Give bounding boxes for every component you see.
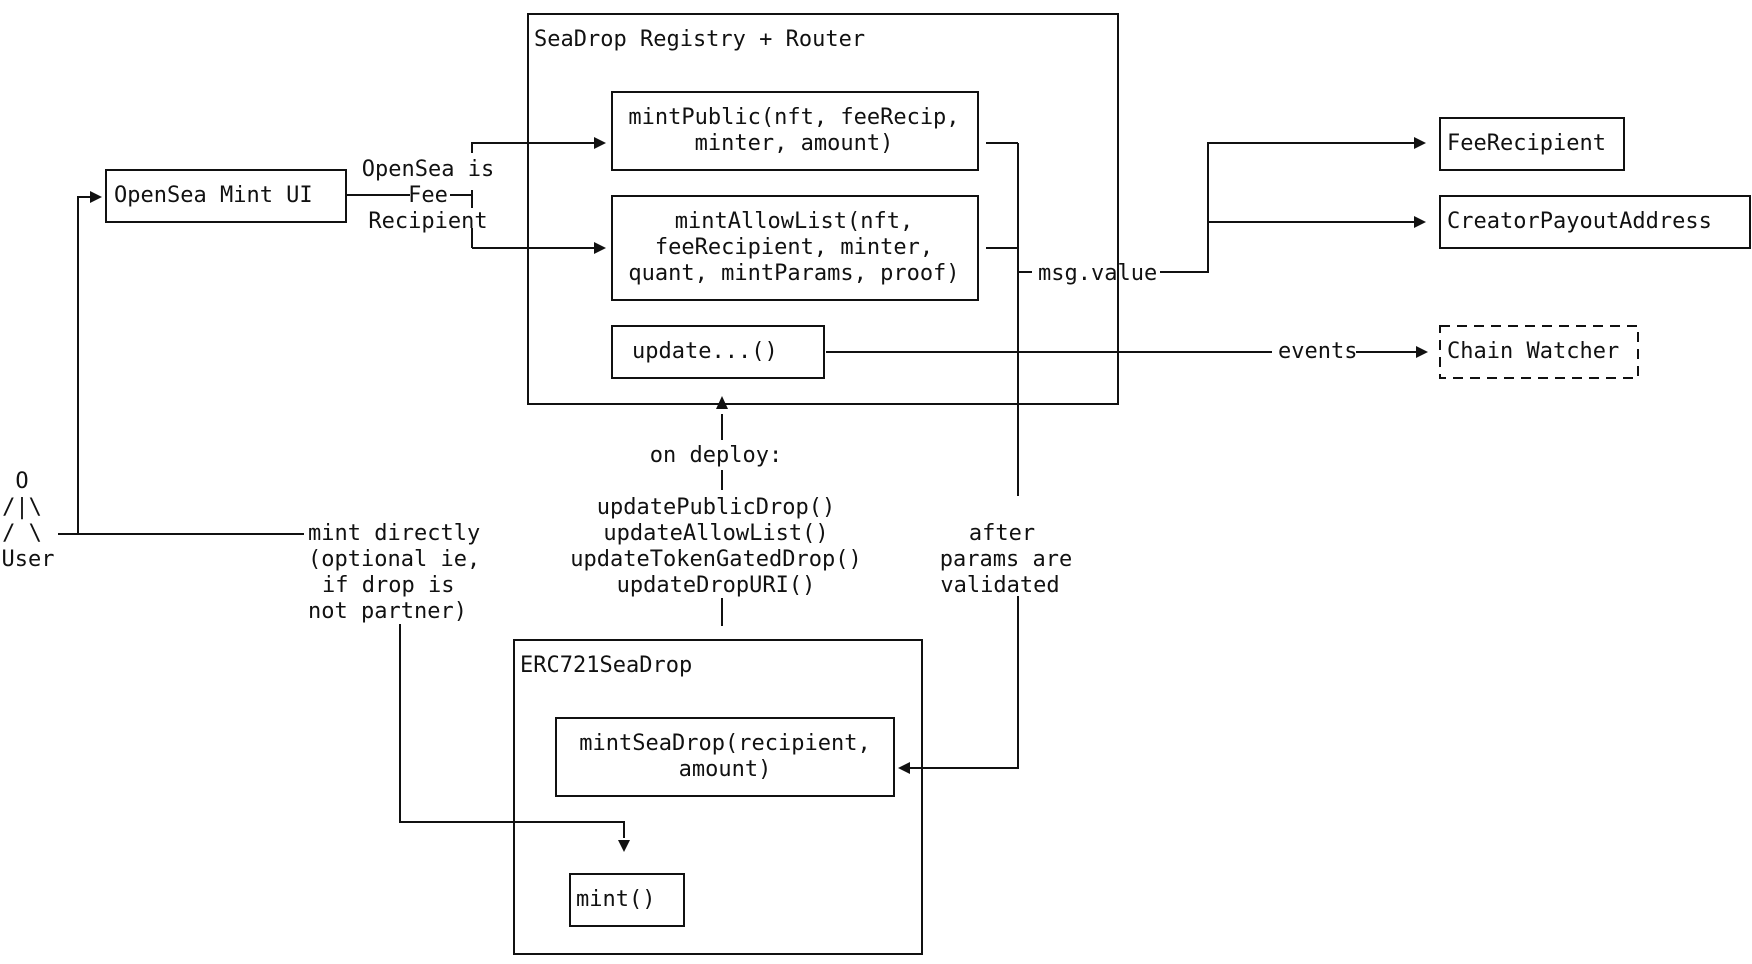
mint-public-box — [611, 91, 979, 171]
mint-directly-line2: (optional ie, — [308, 547, 480, 572]
on-deploy-label: on deploy: — [650, 443, 782, 468]
user-to-opensea-arrowhead — [90, 191, 102, 203]
opensea-mint-ui-label: OpenSea Mint UI — [114, 183, 313, 208]
mint-directly-to-mint-connector — [399, 624, 625, 838]
mint-seadrop-line2: amount) — [679, 757, 772, 782]
erc721-title: ERC721SeaDrop — [520, 653, 692, 678]
mint-arrowhead — [618, 840, 630, 852]
mint-public-line1: mintPublic(nft, feeRecip, — [628, 105, 959, 130]
mint-public-line2: minter, amount) — [695, 131, 894, 156]
creator-payout-label: CreatorPayoutAddress — [1447, 209, 1712, 234]
mint-label: mint() — [576, 887, 655, 912]
mint-directly-line3: if drop is — [322, 573, 454, 598]
mint-allow-list-line1: mintAllowList(nft, — [675, 209, 913, 234]
mint-public-arrowhead — [594, 137, 606, 149]
opensea-fee-label-line3: Recipient — [368, 209, 487, 234]
mint-seadrop-line1: mintSeaDrop(recipient, — [579, 731, 870, 756]
deploy-call-1: updatePublicDrop() — [597, 495, 835, 520]
fee-recipient-box — [1439, 117, 1625, 171]
user-legs: / \ — [2, 521, 42, 546]
fee-bracket-connector — [471, 142, 594, 153]
fee-recipient-arrowhead — [1414, 137, 1426, 149]
erc721-seadrop-box — [513, 639, 923, 955]
chain-watcher-label: Chain Watcher — [1447, 339, 1619, 364]
user-label: User — [2, 547, 55, 572]
user-body: /|\ — [2, 495, 42, 520]
registry-title: SeaDrop Registry + Router — [534, 27, 865, 52]
mint-allow-list-box — [611, 195, 979, 301]
opensea-fee-label-line2: Fee — [408, 183, 448, 208]
update-box — [611, 325, 825, 379]
mint-allow-list-line2: feeRecipient, minter, — [655, 235, 933, 260]
after-validated-line3: validated — [940, 573, 1059, 598]
chain-watcher-arrowhead — [1416, 346, 1428, 358]
mint-allow-list-arrowhead — [594, 242, 606, 254]
registry-deploy-arrowhead — [716, 396, 728, 409]
events-label: events — [1278, 339, 1357, 364]
after-validated-line1: after — [969, 521, 1035, 546]
deploy-call-3: updateTokenGatedDrop() — [570, 547, 861, 572]
mint-seadrop-arrowhead — [898, 762, 910, 774]
fee-recipient-label: FeeRecipient — [1447, 131, 1606, 156]
mint-allow-list-line3: quant, mintParams, proof) — [628, 261, 959, 286]
creator-payout-arrowhead — [1414, 216, 1426, 228]
mint-seadrop-box — [555, 717, 895, 797]
user-to-opensea-connector — [58, 196, 92, 535]
msg-value-split-connector — [1160, 142, 1414, 273]
registry-router-box — [527, 13, 1119, 405]
user-head: O — [15, 469, 28, 494]
mint-box — [569, 873, 685, 927]
after-validated-line2: params are — [940, 547, 1072, 572]
mint-directly-line4: not partner) — [308, 599, 467, 624]
creator-payout-box — [1439, 195, 1751, 249]
deploy-call-4: updateDropURI() — [617, 573, 816, 598]
opensea-fee-label-line1: OpenSea is — [362, 157, 494, 182]
mint-directly-line1: mint directly — [308, 521, 480, 546]
update-label: update...() — [632, 339, 778, 364]
chain-watcher-box — [1439, 325, 1639, 379]
deploy-call-2: updateAllowList() — [603, 521, 828, 546]
user-actor: O /|\ / \ User — [2, 469, 55, 572]
msg-value-label: msg.value — [1038, 261, 1157, 286]
validation-to-mint-seadrop-connector — [910, 596, 1019, 769]
